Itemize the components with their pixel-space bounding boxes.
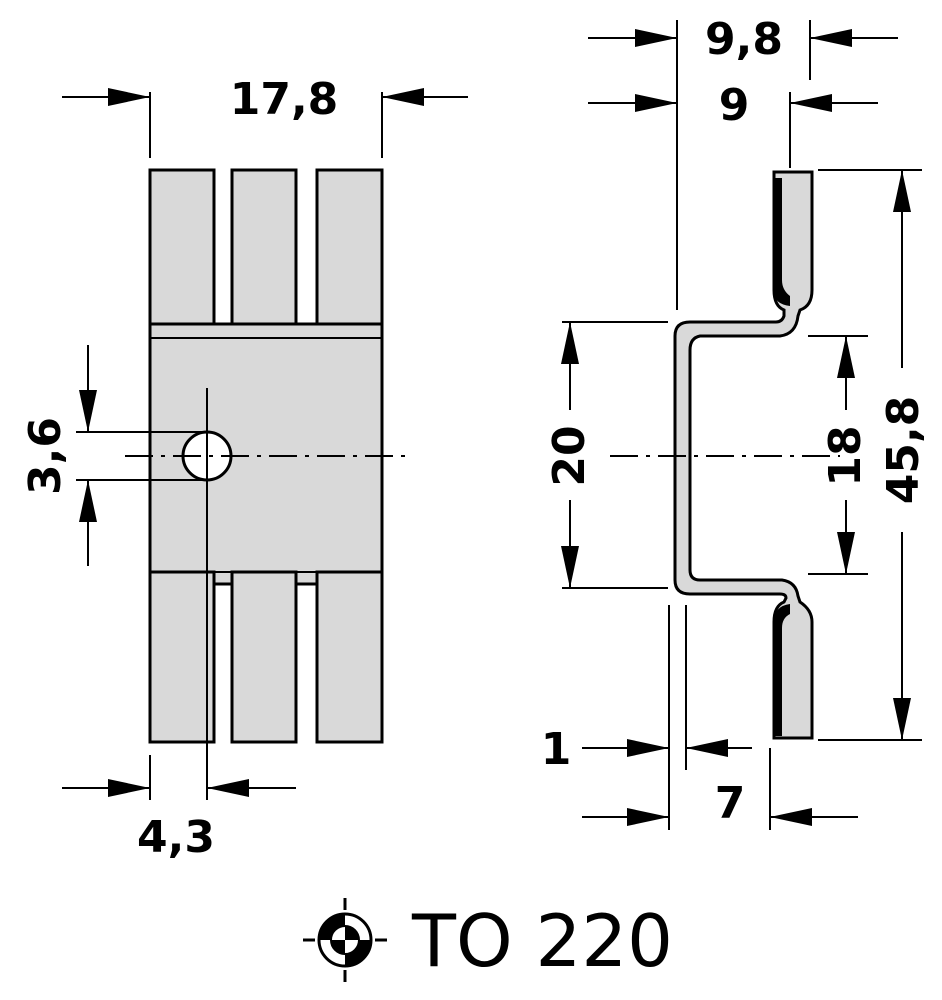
side-outer-width-label: 9,8 bbox=[705, 14, 783, 65]
side-total-height-label: 45,8 bbox=[878, 396, 929, 505]
top-fin-right bbox=[315, 168, 384, 340]
to220-symbol-icon bbox=[303, 898, 387, 982]
front-view: 17,8 3,6 4,3 bbox=[20, 74, 468, 863]
package-label: TO 220 bbox=[411, 899, 673, 983]
front-width-label: 17,8 bbox=[230, 74, 339, 125]
side-inner-height-label: 18 bbox=[820, 425, 871, 486]
side-thickness-label: 1 bbox=[541, 724, 572, 775]
side-depth-label: 7 bbox=[715, 778, 746, 829]
side-inner-width-label: 9 bbox=[719, 80, 750, 131]
side-view: 9,8 9 20 18 45,8 bbox=[541, 14, 929, 830]
top-fin-middle bbox=[230, 168, 298, 340]
bottom-fin-left bbox=[148, 570, 216, 744]
bottom-fin-middle bbox=[230, 570, 298, 744]
side-bend-height-label: 20 bbox=[544, 425, 595, 486]
hole-diameter-label: 3,6 bbox=[20, 417, 71, 495]
package-caption: TO 220 bbox=[303, 898, 673, 983]
side-profile bbox=[673, 170, 814, 740]
top-fin-left bbox=[148, 168, 216, 340]
hole-offset-label: 4,3 bbox=[137, 812, 215, 863]
bottom-fin-right bbox=[315, 570, 384, 744]
